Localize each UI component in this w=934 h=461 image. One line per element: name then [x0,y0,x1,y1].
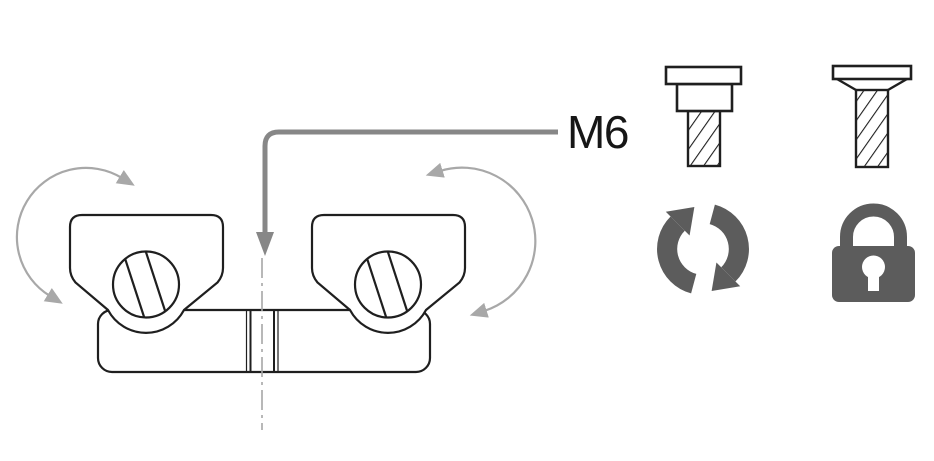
cheese-head-screw-icon [664,65,743,168]
thread-size-label: M6 [567,106,628,158]
right-screw-slot-line [386,251,409,311]
screw-shaft [854,88,890,169]
rotate-arrowhead-left [665,206,695,236]
right-screw-slot-line [365,258,388,318]
screw-flange [831,64,913,81]
countersink-taper [836,77,908,92]
left-screw-slot-line [144,251,167,311]
keyhole-circle [862,255,885,279]
left-cam-screw-head [111,250,181,319]
rotate-icon [657,204,749,294]
keyhole-stem [868,272,879,291]
countersunk-screw-icon [831,64,913,169]
thread-callout: M6 [256,106,629,256]
leader-line [262,129,558,234]
right-cam-screw-head [353,250,423,319]
base-plate [96,308,432,374]
threaded-hole [245,311,279,371]
lock-shackle [840,203,907,252]
rotate-arrowhead-right [711,262,741,292]
screw-head [675,82,734,113]
rotate-arc-right [709,204,749,282]
screw-shaft [686,109,722,168]
cam-fitting-elevation: M6 [15,106,629,430]
lock-icon [832,203,915,302]
left-rotation-arrow [15,166,135,304]
legend-icons [657,64,915,302]
screw-flange [664,65,743,86]
right-rotation-arrow [425,162,537,318]
rotate-arc-left [657,216,697,294]
leader-arrowhead [256,232,274,256]
